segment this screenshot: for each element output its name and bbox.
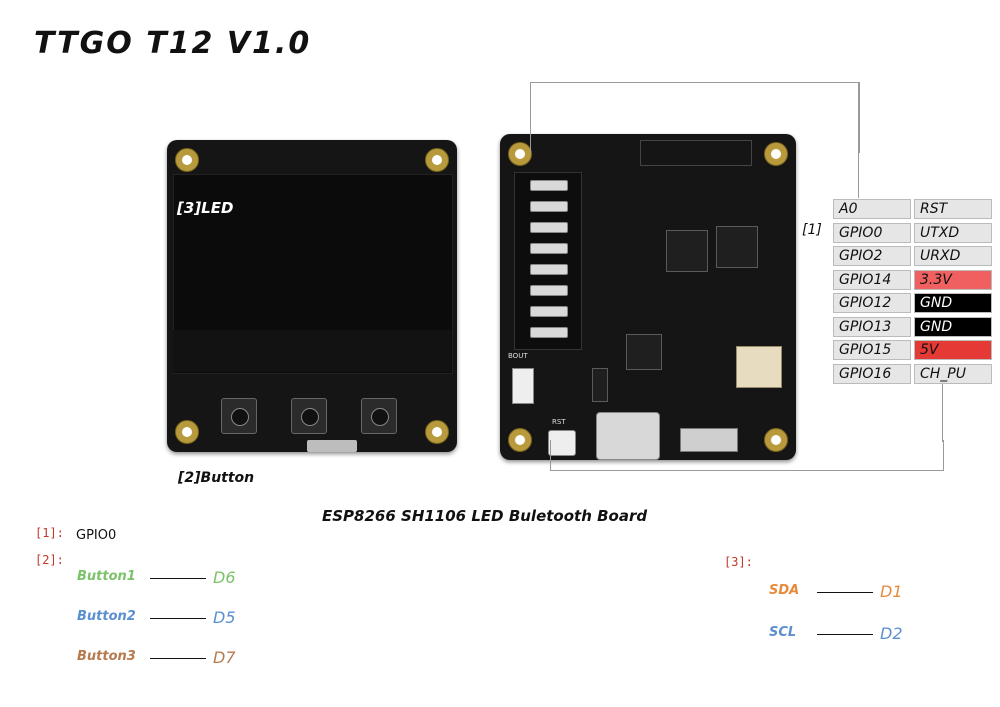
pinout-left-cell: GPIO15 (833, 340, 911, 360)
pinout-left-cell: GPIO16 (833, 363, 911, 384)
antenna (640, 140, 752, 166)
note-1-text: GPIO0 (76, 528, 117, 543)
oled-signal-pin: D1 (880, 582, 903, 601)
note-2-key: [2]: (35, 553, 64, 567)
note-1-key: [1]: (35, 526, 64, 540)
pinout-marker: [1] (802, 222, 822, 238)
connector-top-right (858, 82, 859, 198)
oled-screen-lower-band (173, 330, 451, 372)
silk-rst: RST (552, 418, 566, 426)
mount-hole (508, 428, 532, 452)
mount-hole (764, 428, 788, 452)
header-pin (530, 243, 568, 254)
pinout-right-cell: 5V (914, 340, 992, 360)
note-3-key: [3]: (724, 555, 753, 569)
button-connector-line (150, 658, 206, 659)
button-connector-line (150, 578, 206, 579)
esp-chip (666, 230, 708, 272)
silk-bout: BOUT (508, 352, 528, 360)
regulator-chip (592, 368, 608, 402)
connector-bottom (550, 440, 944, 471)
pinout-right-cell: RST (914, 199, 992, 219)
front-board-image: [3]LED (167, 140, 457, 452)
button-label: [2]Button (178, 470, 255, 486)
pinout-right-cell: GND (914, 293, 992, 313)
led-label: [3]LED (177, 199, 234, 217)
board-caption: ESP8266 SH1106 LED Buletooth Board (322, 507, 648, 525)
battery-connector (736, 346, 782, 388)
oled-signal-connector-line (817, 634, 873, 635)
button-pin: D7 (213, 648, 236, 667)
pinout-left-cell: GPIO13 (833, 316, 911, 337)
connector-bottom-right (942, 382, 943, 442)
mount-hole (508, 142, 532, 166)
header-pin (530, 180, 568, 191)
pin-header (514, 172, 582, 350)
pinout-left-cell: GPIO12 (833, 293, 911, 313)
header-pin (530, 327, 568, 338)
connector-top (530, 82, 860, 153)
button-pin: D5 (213, 608, 236, 627)
button-2 (291, 398, 327, 434)
rst-button (548, 430, 576, 456)
oled-signal-label: SCL (769, 625, 797, 640)
micro-usb-port (596, 412, 660, 460)
mount-hole (425, 420, 449, 444)
pinout-right-cell: GND (914, 316, 992, 337)
oled-signal-pin: D2 (880, 624, 903, 643)
mount-hole (425, 148, 449, 172)
bout-switch (512, 368, 534, 404)
pinout-left-cell: GPIO2 (833, 246, 911, 266)
header-pin (530, 285, 568, 296)
header-pin (530, 222, 568, 233)
flash-chip (716, 226, 758, 268)
page-title: TTGO T12 V1.0 (34, 26, 312, 61)
pinout-right-cell: CH_PU (914, 363, 992, 384)
pinout-right-cell: UTXD (914, 222, 992, 243)
oled-signal-label: SDA (769, 583, 800, 598)
pinout-right-cell: URXD (914, 246, 992, 266)
header-pin (530, 264, 568, 275)
usb-port (307, 440, 357, 452)
back-board-image: BOUT RST (500, 134, 796, 460)
pinout-left-cell: A0 (833, 199, 911, 219)
button-pin: D6 (213, 568, 236, 587)
pinout-left-cell: GPIO14 (833, 269, 911, 290)
usb-uart-chip (626, 334, 662, 370)
pinout-right-cell: 3.3V (914, 269, 992, 290)
pinout-left-cell: GPIO0 (833, 222, 911, 243)
button-label: Button1 (77, 569, 136, 584)
button-3 (361, 398, 397, 434)
mount-hole (175, 420, 199, 444)
power-switch (680, 428, 738, 452)
mount-hole (764, 142, 788, 166)
header-pin (530, 201, 568, 212)
button-label: Button3 (77, 649, 136, 664)
header-pin (530, 306, 568, 317)
mount-hole (175, 148, 199, 172)
oled-signal-connector-line (817, 592, 873, 593)
button-1 (221, 398, 257, 434)
button-label: Button2 (77, 609, 136, 624)
button-connector-line (150, 618, 206, 619)
